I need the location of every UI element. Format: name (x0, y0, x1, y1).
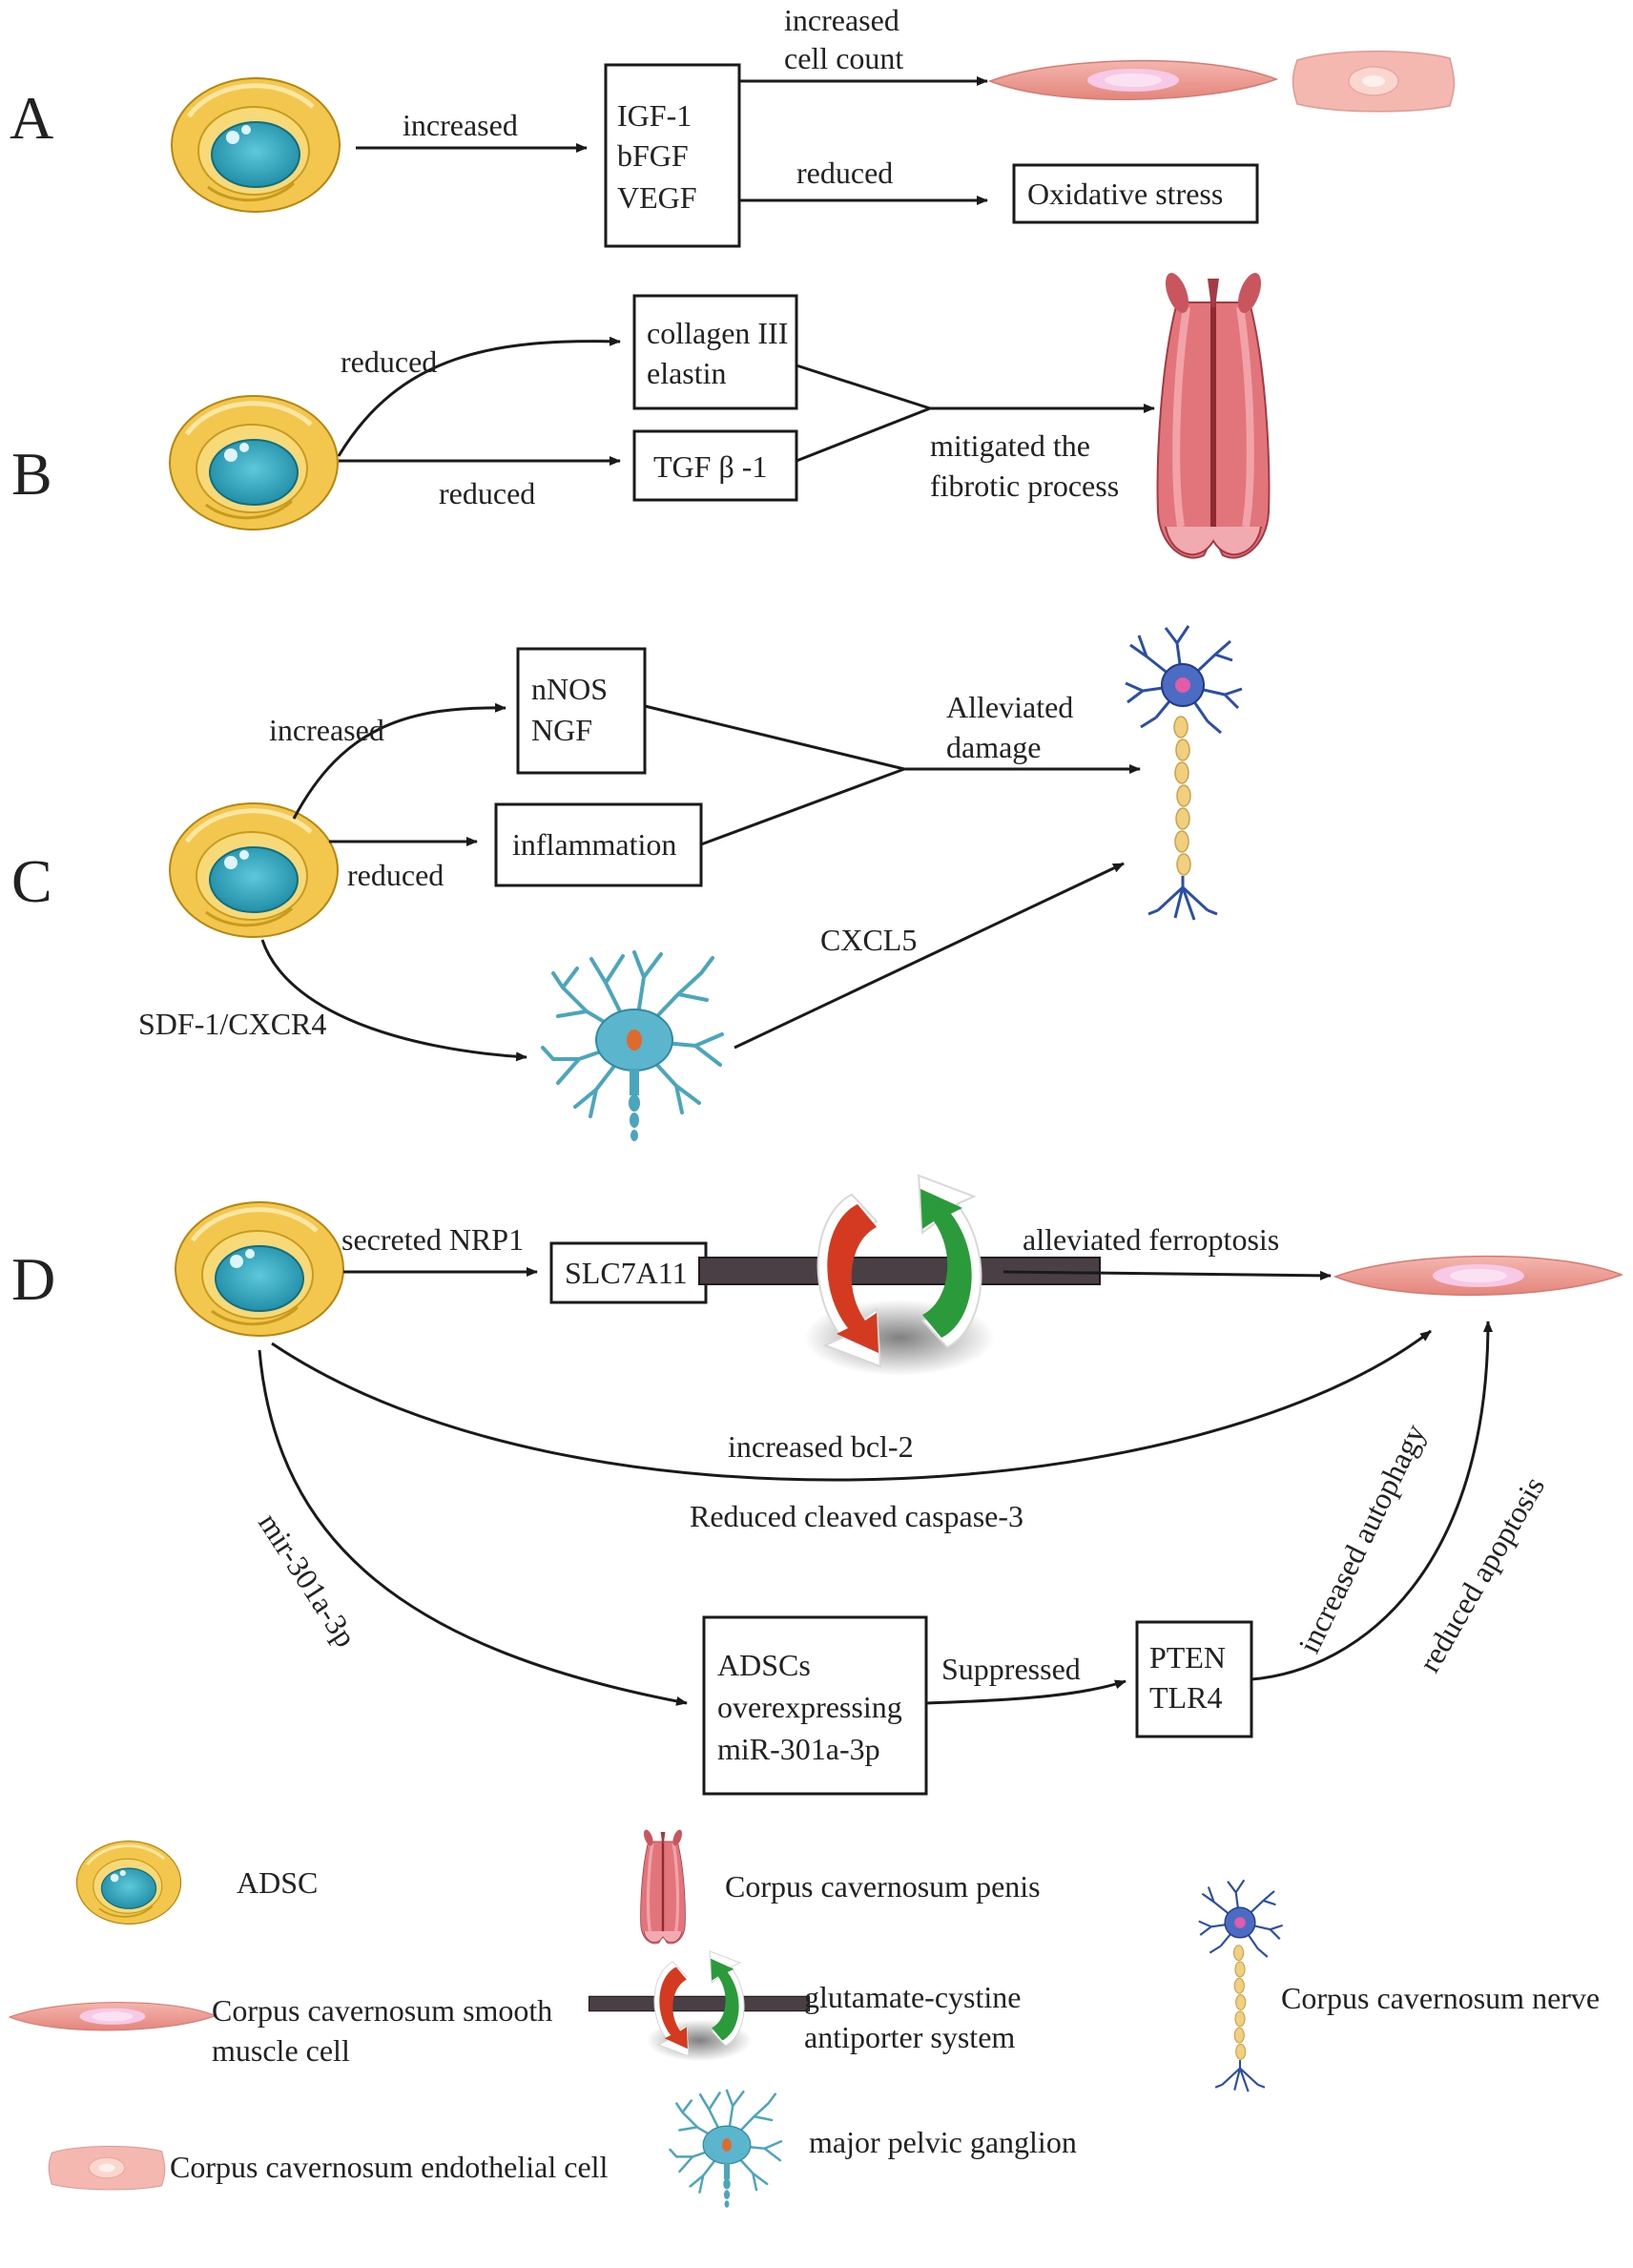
section-d-autophagy-label: increased autophagy (1292, 1419, 1432, 1658)
section-a-smooth-muscle-cell (989, 59, 1277, 101)
section-b-collagen-box (632, 294, 798, 410)
section-a-box-line-3: VEGF (617, 180, 697, 215)
section-c-increased-label: increased (269, 713, 384, 747)
section-d-adscs-line-3: miR-301a-3p (717, 1732, 880, 1766)
legend-adsc-icon (74, 1840, 183, 1925)
legend-ganglion-icon (670, 2091, 781, 2208)
section-c-letter: C (11, 847, 52, 915)
section-b-adsc (170, 396, 338, 530)
section-c-sdf-label: SDF-1/CXCR4 (138, 1007, 326, 1041)
section-a-growth-factor-box (604, 63, 741, 248)
section-d-arrow-autophagy (1251, 1321, 1493, 1681)
section-d-slc-box (549, 1241, 708, 1304)
section-d-adscs-box (702, 1615, 928, 1796)
section-d-smooth-muscle-cell (1334, 1255, 1623, 1297)
legend-penis-label: Corpus cavernosum penis (725, 1869, 1041, 1904)
section-d-apoptosis-label: reduced apoptosis (1412, 1470, 1551, 1677)
legend-endothelial-label: Corpus cavernosum endothelial cell (170, 2150, 609, 2184)
section-a-oxidative-stress: Oxidative stress (1027, 177, 1223, 211)
section-c-arrow-ganglion (260, 939, 527, 1062)
section-d-adscs-line-1: ADSCs (717, 1648, 811, 1682)
section-a-box-line-2: bFGF (617, 138, 689, 173)
section-b-result-line-2: fibrotic process (930, 468, 1119, 503)
section-d-slc: SLC7A11 (565, 1256, 688, 1290)
section-d-arrow-ferroptosis (1003, 1270, 1332, 1280)
section-b-result-line-1: mitigated the (930, 428, 1090, 463)
section-c-ngf: NGF (531, 713, 592, 747)
section-c-cxcl5: CXCL5 (820, 923, 917, 957)
legend-nerve-label: Corpus cavernosum nerve (1281, 1981, 1600, 2015)
section-c-inflammation: inflammation (512, 827, 676, 862)
section-a-oxidative-stress-box (1012, 163, 1259, 224)
section-c-nnos: nNOS (531, 672, 608, 706)
section-b-letter: B (11, 440, 52, 508)
legend-adsc-label: ADSC (237, 1865, 318, 1900)
section-b-converge-top (796, 364, 931, 410)
legend-ganglion-label: major pelvic ganglion (809, 2125, 1077, 2159)
section-d-caspase-label: Reduced cleaved caspase-3 (690, 1499, 1023, 1533)
section-b-converge-bottom (796, 406, 931, 463)
legend-antiporter-line-2: antiporter system (804, 2020, 1015, 2054)
section-d-arrow-pten (925, 1679, 1127, 1705)
section-b-elastin: elastin (647, 356, 727, 390)
legend-smooth-line-2: muscle cell (212, 2033, 350, 2068)
section-d-pten: PTEN (1149, 1640, 1226, 1675)
section-c-inflammation-box (494, 802, 703, 887)
section-d-bcl-label: increased bcl-2 (728, 1429, 914, 1464)
legend-penis-icon (639, 1826, 687, 1945)
section-a-increased-label: increased (403, 108, 518, 142)
section-b-tgf-box (632, 429, 798, 502)
section-d-adscs-line-2: overexpressing (717, 1690, 902, 1724)
section-d-adsc (176, 1202, 343, 1336)
section-b-penis (1158, 270, 1270, 558)
section-d-arrow-bcl (271, 1329, 1432, 1482)
section-d-secreted-label: secreted NRP1 (341, 1222, 524, 1257)
section-a-increased-top: increased (784, 3, 899, 37)
section-d-pten-box (1135, 1620, 1253, 1738)
legend-antiporter-icon (588, 1950, 811, 2063)
section-d-tlr4: TLR4 (1149, 1680, 1222, 1715)
section-d-ferroptosis-label: alleviated ferroptosis (1023, 1222, 1279, 1257)
section-d-arrow-mir (258, 1349, 688, 1706)
section-c-converge-top (644, 704, 905, 771)
section-a-adsc (172, 78, 340, 212)
section-a-cell-count: cell count (784, 41, 903, 75)
section-c-arrow-nnos (292, 702, 506, 820)
legend-antiporter-line-1: glutamate-cystine (804, 1980, 1021, 2014)
section-a-box-line-1: IGF-1 (617, 98, 692, 133)
section-a-reduced-label: reduced (796, 156, 893, 190)
section-b-tgf: TGF β -1 (653, 449, 767, 484)
section-d-mir-label: mir-301a-3p (252, 1507, 363, 1653)
section-d-antiporter (698, 1175, 1101, 1377)
section-b-collagen: collagen III (647, 316, 788, 350)
legend-nerve-icon (1197, 1879, 1284, 2093)
section-c-result-line-2: damage (946, 730, 1042, 764)
section-c-converge-bottom (700, 767, 905, 846)
section-d-suppressed-label: Suppressed (941, 1652, 1081, 1686)
section-d-letter: D (11, 1245, 55, 1313)
legend-endothelial-icon (48, 2145, 166, 2191)
section-c-nerve (1124, 624, 1244, 922)
section-c-ganglion (543, 952, 722, 1141)
section-c-nnos-box (516, 647, 647, 775)
legend-smooth-muscle-icon (9, 2002, 217, 2031)
section-c-result-line-1: Alleviated (946, 690, 1073, 724)
section-c-reduced-label: reduced (347, 858, 444, 892)
section-c-adsc (170, 803, 338, 937)
section-b-reduced-top: reduced (341, 344, 437, 379)
section-c-arrow-cxcl5 (734, 862, 1125, 1050)
section-b-arrow-collagen (337, 336, 621, 457)
section-a-endothelial-cell (1292, 50, 1456, 113)
section-a-letter: A (10, 84, 53, 152)
legend-smooth-line-1: Corpus cavernosum smooth (212, 1993, 552, 2028)
section-b-reduced-bottom: reduced (439, 476, 535, 510)
